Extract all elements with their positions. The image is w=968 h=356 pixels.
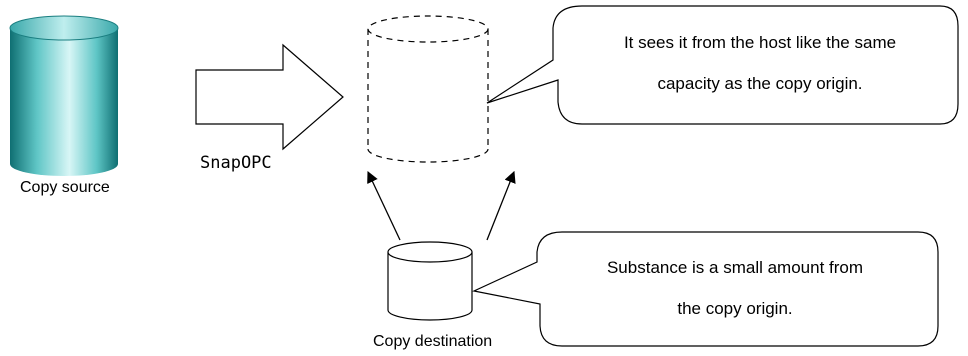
callout-bottom-bubble xyxy=(472,231,939,347)
copy-source-cylinder xyxy=(9,15,119,176)
callout-top-line2: capacity as the copy origin. xyxy=(657,74,863,93)
callout-bottom-line1: Substance is a small amount from xyxy=(606,258,864,277)
snapopc-label: SnapOPC xyxy=(200,153,272,173)
copy-destination-cylinder xyxy=(387,241,473,321)
copy-destination-label: Copy destination xyxy=(373,333,493,350)
virtual-volume-cylinder xyxy=(367,15,489,163)
snapopc-arrow xyxy=(195,43,344,151)
callout-top-line1: It sees it from the host like the same xyxy=(623,33,897,52)
callout-bottom-text: Substance is a small amount from the cop… xyxy=(545,247,925,329)
arrow-right xyxy=(486,170,516,241)
callout-top-text: It sees it from the host like the same c… xyxy=(560,22,960,104)
arrow-left xyxy=(367,170,401,241)
callout-top-bubble xyxy=(486,5,959,125)
copy-source-label: Copy source xyxy=(20,179,110,196)
callout-bottom-line2: the copy origin. xyxy=(677,299,793,318)
